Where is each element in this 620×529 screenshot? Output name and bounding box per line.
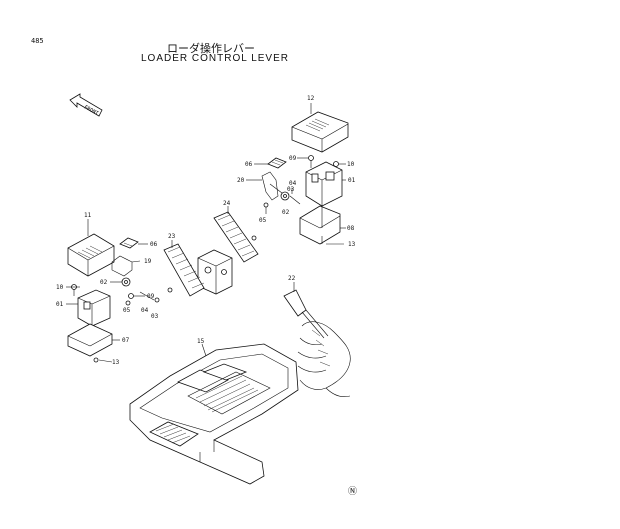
- callout-08: 08: [347, 225, 355, 232]
- pin-and-spring-right: [263, 191, 301, 214]
- callout-03: 03: [151, 313, 159, 320]
- page-number: 485: [31, 37, 44, 45]
- callout-05: 05: [259, 217, 267, 224]
- pedal-23: [163, 243, 205, 297]
- floor-plate-15: [129, 343, 299, 485]
- page-title-japanese: ローダ操作レバー: [167, 42, 255, 55]
- callout-06: 06: [150, 241, 158, 248]
- callout-01: 01: [348, 177, 356, 184]
- footer-mark: Ⓝ: [348, 487, 358, 497]
- callout-12: 12: [307, 95, 315, 102]
- callout-02: 02: [282, 209, 290, 216]
- callout-04: 04: [289, 180, 297, 187]
- callout-15: 15: [197, 338, 205, 345]
- small-part-06-left: [119, 237, 139, 249]
- bolt-09-right: [308, 155, 314, 168]
- callout-11: 11: [84, 212, 92, 219]
- callout-09: 09: [147, 293, 155, 300]
- small-part-06-right: [267, 157, 287, 169]
- leader-lines: [66, 103, 346, 363]
- pedal-24: [213, 211, 259, 263]
- callout-13: 13: [348, 241, 356, 248]
- callout-20: 20: [237, 177, 245, 184]
- callout-02: 02: [100, 279, 108, 286]
- pin-and-spring-left: [125, 291, 160, 306]
- callout-13: 13: [112, 359, 120, 366]
- callout-19: 19: [144, 258, 152, 265]
- callout-05: 05: [123, 307, 131, 314]
- callout-10: 10: [347, 161, 355, 168]
- callout-06: 06: [245, 161, 253, 168]
- right-cover-part: [291, 111, 349, 153]
- left-cover-part: [67, 233, 115, 277]
- control-lever-22: [283, 289, 329, 339]
- bolt-10-right: [333, 161, 339, 167]
- callout-03: 03: [287, 186, 295, 193]
- bracket-19: [111, 255, 133, 277]
- central-valve-body: [197, 235, 257, 295]
- callout-22: 22: [288, 275, 296, 282]
- callout-10: 10: [56, 284, 64, 291]
- callout-23: 23: [168, 233, 176, 240]
- callout-01: 01: [56, 301, 64, 308]
- left-bracket-assembly: [67, 289, 113, 363]
- callout-07: 07: [122, 337, 130, 344]
- bushing-02-left: [121, 277, 131, 287]
- bolt-09-left: [128, 293, 134, 299]
- right-bracket-assembly: [299, 161, 343, 245]
- operator-hand-icon: [297, 321, 351, 398]
- front-arrow-label: FRONT: [83, 104, 99, 116]
- front-arrow-icon: FRONT: [69, 93, 103, 117]
- callout-09: 09: [289, 155, 297, 162]
- page-title-english: LOADER CONTROL LEVER: [141, 53, 289, 64]
- bolt-10-left: [71, 284, 77, 296]
- callout-04: 04: [141, 307, 149, 314]
- callout-24: 24: [223, 200, 231, 207]
